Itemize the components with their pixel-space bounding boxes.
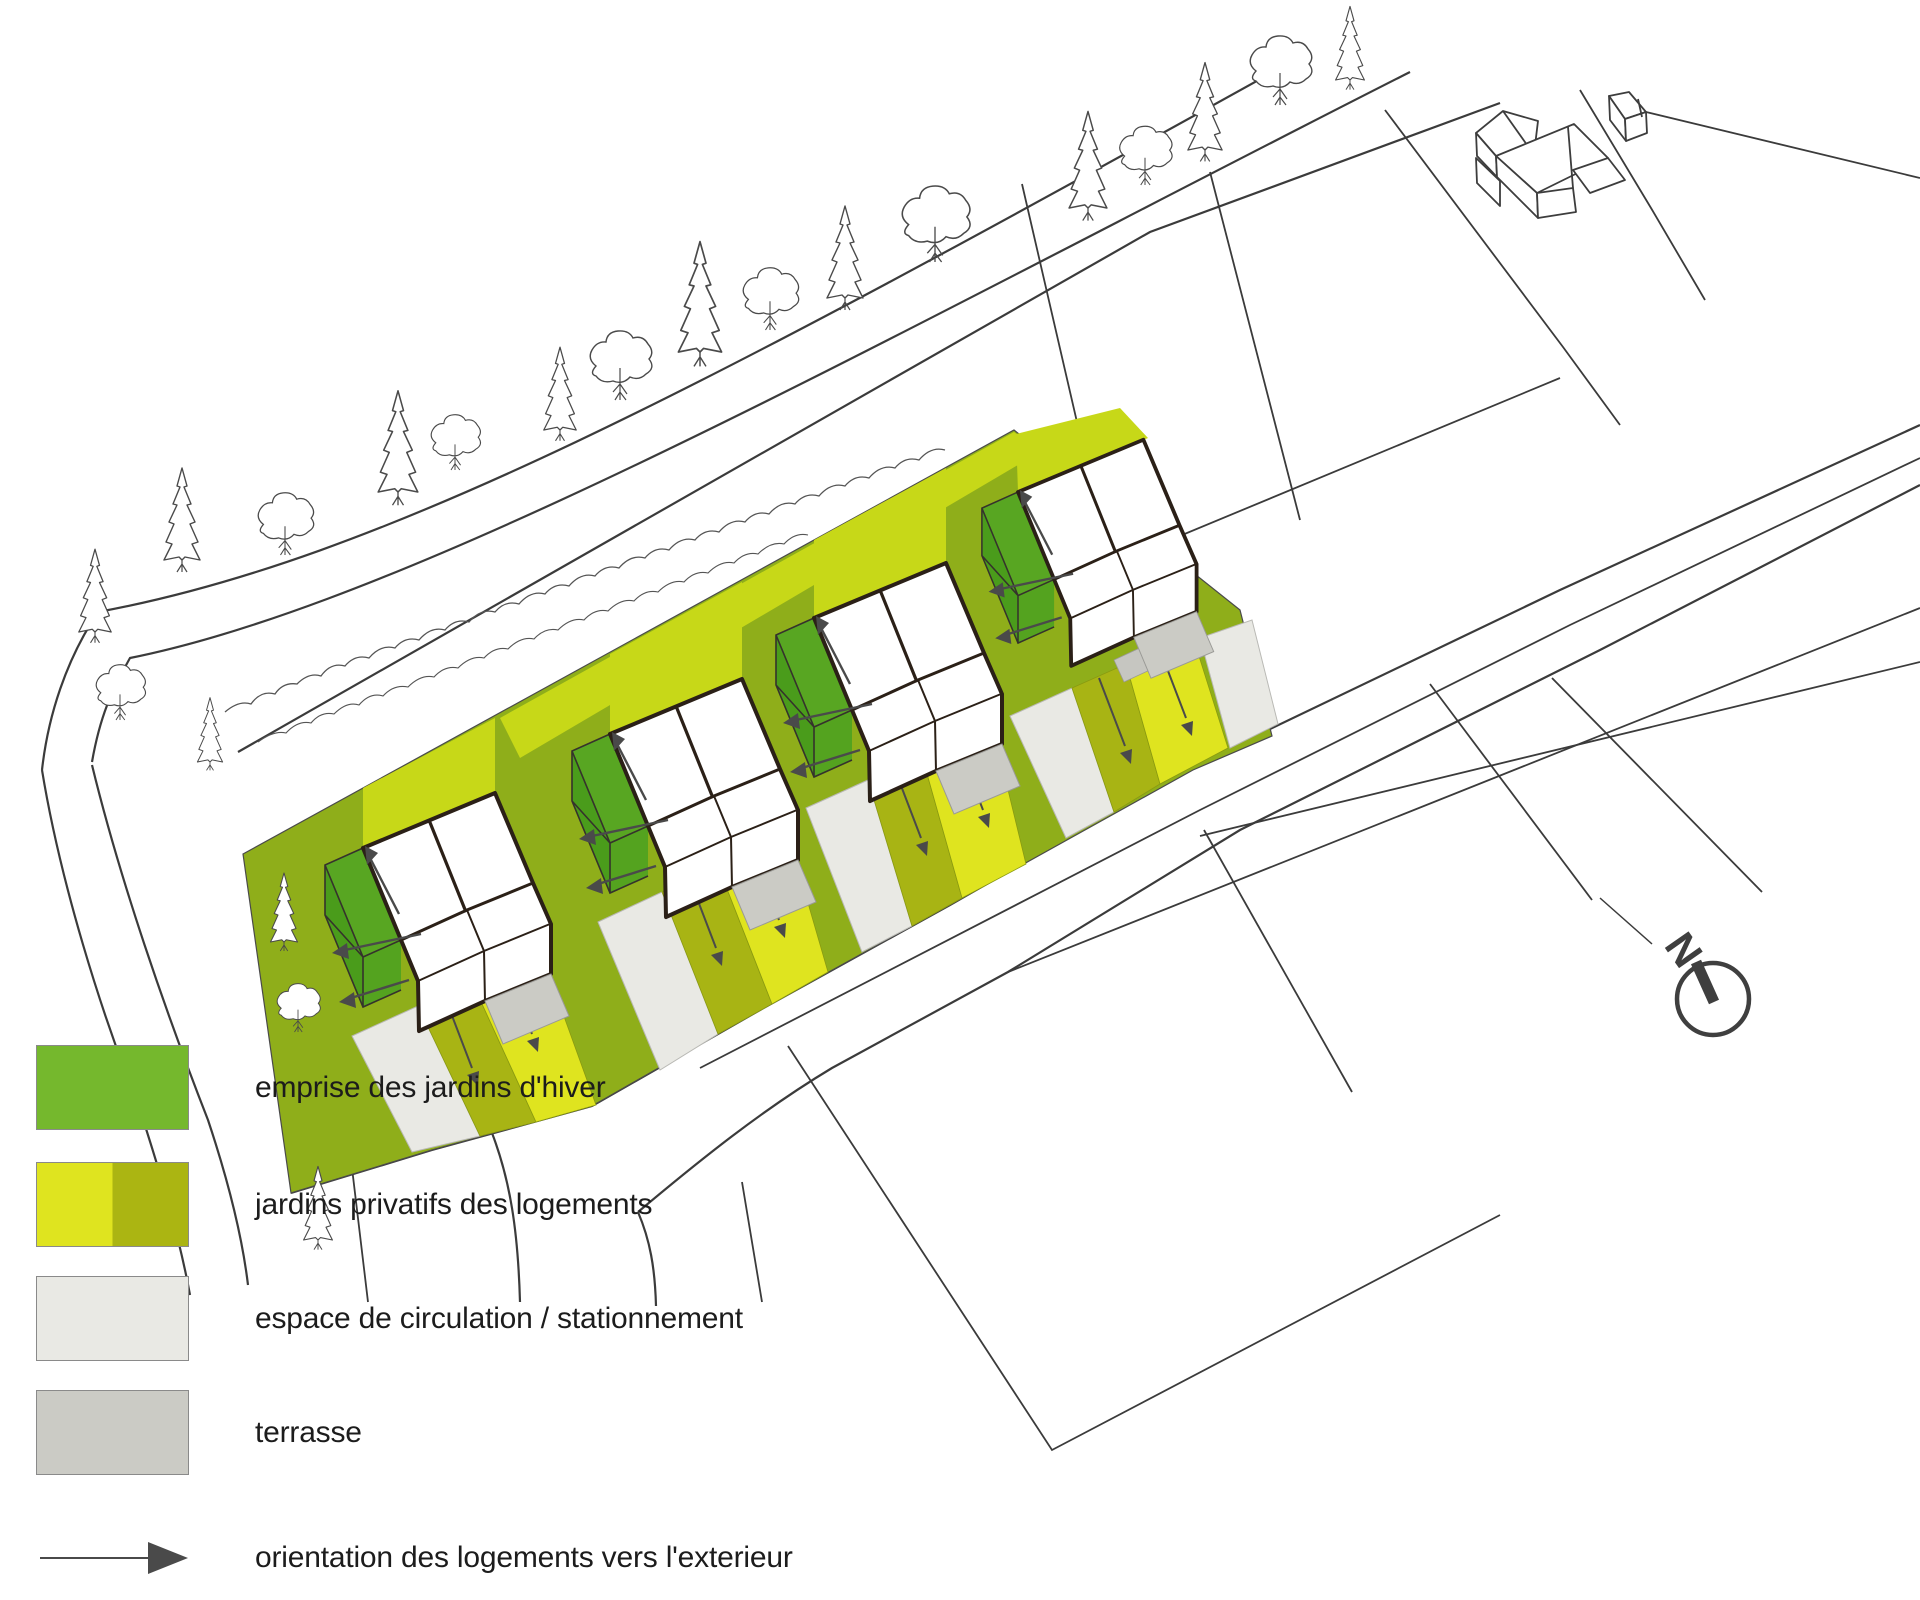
chartreuse-strips [363,408,1148,848]
north-arrow-icon: N [1656,924,1752,1038]
parcel-lines [787,89,1920,1452]
south-road [490,1132,763,1307]
circulation-strips [351,619,1279,1153]
existing-small-building [1608,91,1648,142]
tree-row [78,5,1365,1251]
existing-house-cluster [1475,110,1626,219]
existing-buildings [1475,91,1648,219]
